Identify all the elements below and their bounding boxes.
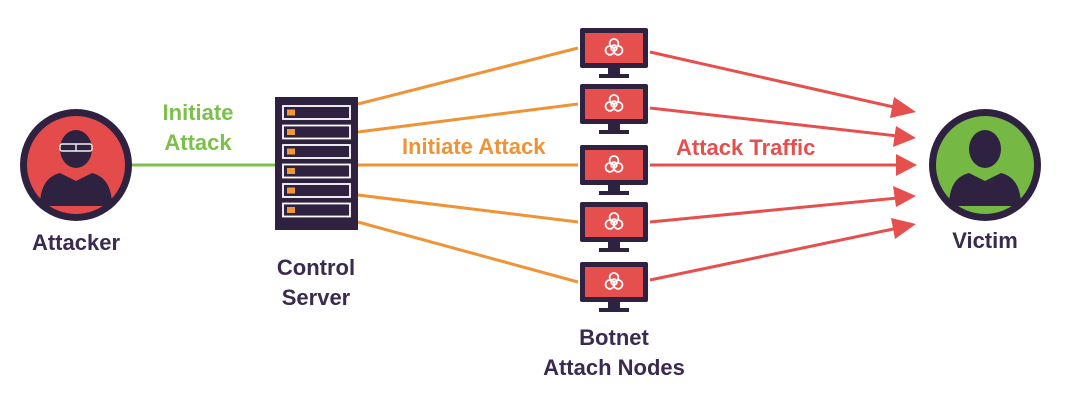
biohazard-monitor-icon <box>580 84 648 134</box>
botnet-node-1 <box>580 28 648 78</box>
server-slot <box>282 144 351 159</box>
traffic-arrow-3 <box>650 154 917 176</box>
orange-line-1 <box>357 46 579 106</box>
botnet-node-2 <box>580 84 648 134</box>
server-rack-icon <box>282 105 351 218</box>
attacker-node <box>20 109 132 221</box>
traffic-arrow-2 <box>649 106 916 147</box>
botnet-line2: Attach Nodes <box>543 355 685 380</box>
orange-line-4 <box>357 193 579 224</box>
biohazard-monitor-icon <box>580 202 648 252</box>
victim-label: Victim <box>952 228 1018 253</box>
traffic-arrow-5 <box>649 218 916 282</box>
victim-node <box>929 109 1041 221</box>
biohazard-monitor-icon <box>580 145 648 195</box>
server-slot <box>282 202 351 218</box>
person-icon <box>949 130 1021 206</box>
orange-line-5 <box>357 220 579 284</box>
control-server <box>275 97 358 230</box>
control-server-line2: Server <box>281 285 351 310</box>
initiate-attack-green-line2: Attack <box>164 130 232 155</box>
orange-line-2 <box>357 102 579 134</box>
biohazard-monitor-icon <box>580 28 648 78</box>
traffic-arrow-4 <box>649 186 916 224</box>
server-slot <box>282 183 351 198</box>
initiate-attack-orange-lines <box>357 46 579 284</box>
attack-traffic-arrows <box>649 50 917 282</box>
attack-traffic-label: Attack Traffic <box>676 135 816 160</box>
botnet-node-5 <box>580 262 648 312</box>
attacker-label: Attacker <box>31 230 121 255</box>
masked-person-icon <box>40 130 112 206</box>
initiate-attack-green-line1: Initiate <box>162 100 234 125</box>
traffic-arrow-1 <box>649 50 916 118</box>
botnet-line1: Botnet <box>579 325 649 350</box>
server-slot <box>282 124 351 140</box>
botnet-node-3 <box>580 145 648 195</box>
control-server-label: Control Server <box>256 253 376 313</box>
control-server-line1: Control <box>276 255 356 280</box>
botnet-node-4 <box>580 202 648 252</box>
initiate-attack-green-label: Initiate Attack <box>148 98 248 158</box>
botnet-nodes-label: Botnet Attach Nodes <box>519 323 709 383</box>
biohazard-monitor-icon <box>580 262 648 312</box>
botnet-nodes <box>580 28 648 312</box>
server-slot <box>282 163 351 179</box>
server-slot <box>282 105 351 120</box>
initiate-attack-orange-label: Initiate Attack <box>402 134 546 159</box>
